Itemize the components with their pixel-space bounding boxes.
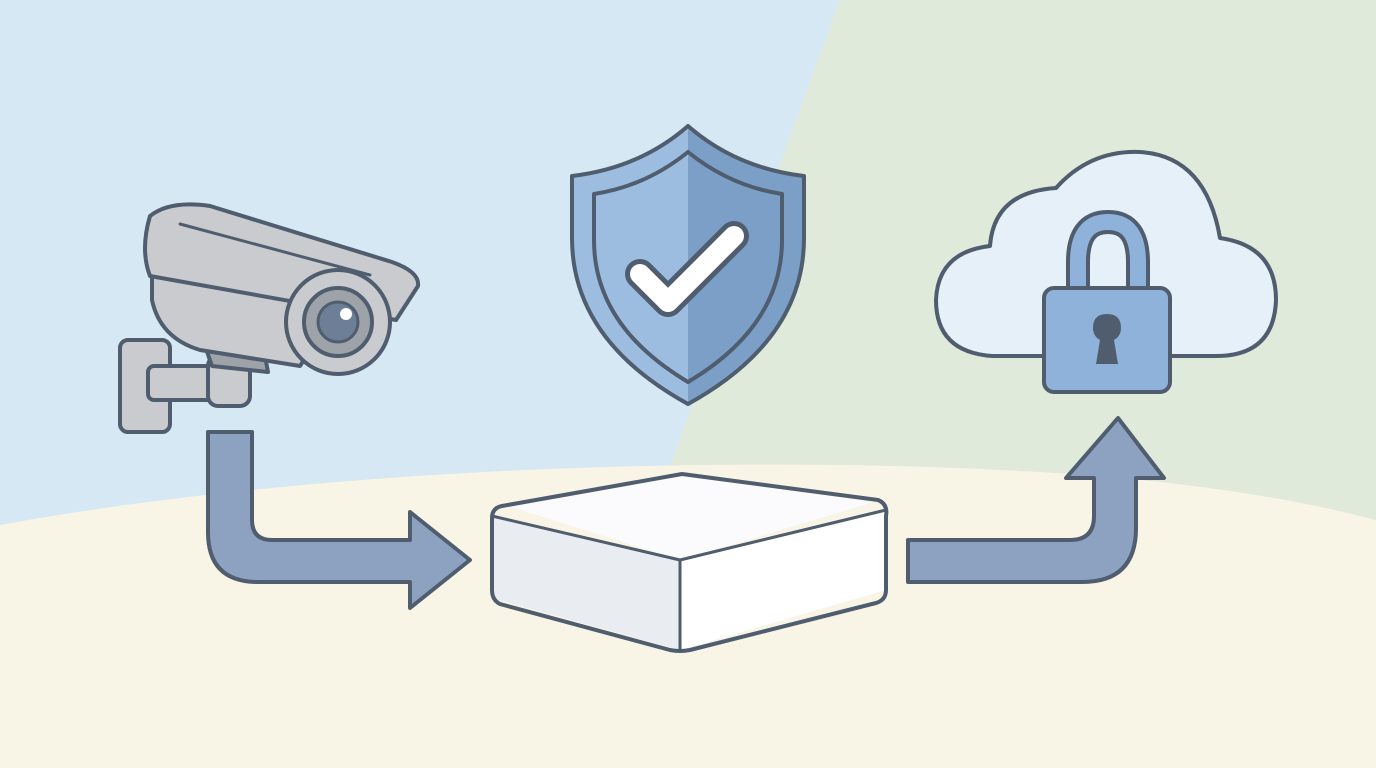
shield-right-half xyxy=(688,126,804,404)
camera-lens-glint xyxy=(340,308,352,320)
shield-check-icon xyxy=(570,124,806,406)
padlock-shackle-inner xyxy=(1070,213,1146,288)
checkmark-fill xyxy=(630,226,744,312)
shield-outline xyxy=(570,124,806,406)
shield-inner-outline xyxy=(592,150,784,384)
security-camera-icon xyxy=(118,202,421,434)
box-right-face xyxy=(680,510,886,650)
camera-lens-glass xyxy=(316,300,360,344)
arrow-right-icon xyxy=(206,430,472,610)
box-edge-right xyxy=(678,508,888,562)
camera-hood-line xyxy=(178,222,372,277)
cloud-shape xyxy=(934,149,1278,358)
box-edge-left xyxy=(490,514,682,562)
keyhole-icon xyxy=(1093,314,1121,364)
cloud-lock-icon xyxy=(934,149,1278,394)
box-top-face xyxy=(508,476,874,560)
arrow-up-icon xyxy=(906,416,1166,584)
local-storage-box-icon xyxy=(490,472,889,653)
